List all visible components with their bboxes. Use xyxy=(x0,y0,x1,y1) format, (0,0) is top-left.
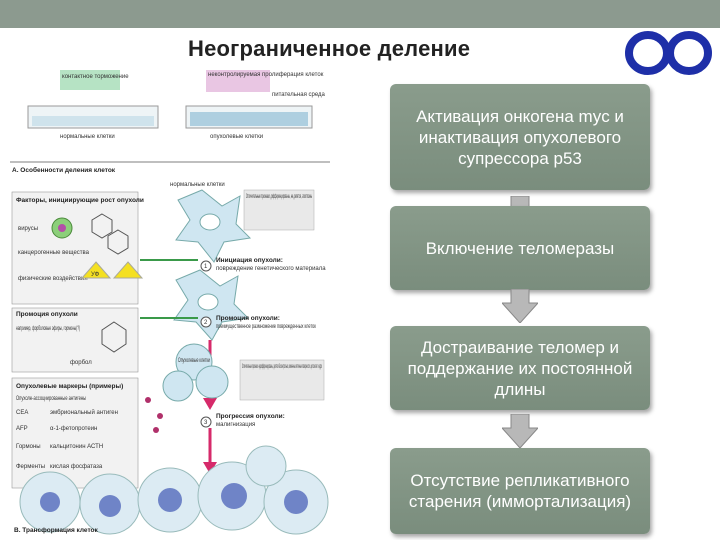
down-arrow-icon xyxy=(502,414,538,448)
step-2: 2 xyxy=(204,320,208,326)
physical-label: физические воздействия xyxy=(18,275,88,282)
distinctive-1: Отличительные признаки: дифференцированы… xyxy=(246,194,312,200)
afp-label: AFP xyxy=(16,426,28,432)
distinctive-2: Отличительные признаки: недифференцирова… xyxy=(242,364,322,370)
markers-heading: Опухолевые маркеры (примеры) xyxy=(16,383,123,390)
promotion-heading: Промоция опухоли: xyxy=(216,315,280,322)
promoters-label: например, форболовые эфиры, гормоны(?) xyxy=(16,326,80,332)
initiation-desc: повреждение генетического материала xyxy=(216,266,326,272)
promotion-left-heading: Промоция опухоли xyxy=(16,311,78,318)
afp-desc: α-1-фетопротеин xyxy=(50,426,97,432)
normal-cells-label-2: нормальные клетки xyxy=(170,182,225,188)
flow-box-2: Включение теломеразы xyxy=(390,206,650,290)
step-3: 3 xyxy=(204,420,208,426)
flow-box-4: Отсутствие репликативного старения (иммо… xyxy=(390,448,650,534)
down-arrow-icon xyxy=(502,289,538,323)
culture-dishes: контактное торможение неконтролируемая п… xyxy=(27,70,326,140)
uv-label: УФ xyxy=(91,272,100,278)
section-a-heading: А. Особенности деления клеток xyxy=(12,166,116,174)
viruses-label: вирусы xyxy=(18,226,38,232)
cea-label: CEA xyxy=(16,410,28,416)
progression-desc: малигнизация xyxy=(216,422,255,428)
enzymes-label: Ферменты xyxy=(16,464,45,470)
page-title: Неограниченное деление xyxy=(188,36,471,61)
phorbol-label: форбол xyxy=(70,360,92,366)
carcinogens-label: канцерогенные вещества xyxy=(18,250,90,256)
uncontrolled-label: неконтролируемая пролиферация клеток xyxy=(208,72,324,78)
promotion-desc: преимущественное размножение поврежденны… xyxy=(216,324,316,330)
tumor-cells-label: опухолевые клетки xyxy=(210,134,263,140)
cell-division-figure: контактное торможение неконтролируемая п… xyxy=(10,70,330,535)
progression-heading: Прогрессия опухоли: xyxy=(216,413,285,420)
transformed-cells xyxy=(19,445,329,535)
medium-label: питательная среда xyxy=(272,92,326,98)
top-bar xyxy=(0,0,720,28)
contact-inhibition-label: контактное торможение xyxy=(62,74,129,80)
hormones-label: Гормоны xyxy=(16,444,41,450)
factors-heading: Факторы, инициирующие рост опухоли xyxy=(16,197,144,204)
hormones-desc: кальцитонин АСТН xyxy=(50,444,103,450)
cea-desc: эмбриональный антиген xyxy=(50,409,118,416)
tumor-cells-label-2: Опухолевые клетки xyxy=(178,358,210,364)
step-1: 1 xyxy=(204,264,208,270)
normal-cells-label: нормальные клетки xyxy=(60,134,115,140)
enzymes-desc: кислая фосфатаза xyxy=(50,464,103,470)
marker-antigens: Опухоле-ассоциированные антигены xyxy=(16,396,86,402)
flow-box-3: Достраивание теломер и поддержание их по… xyxy=(390,326,650,410)
logo-icon xyxy=(625,31,712,75)
section-b-heading: В. Трансформация клеток xyxy=(14,527,99,534)
initiation-heading: Инициация опухоли: xyxy=(216,257,283,264)
flow-box-1: Активация онкогена myc и инактивация опу… xyxy=(390,84,650,190)
